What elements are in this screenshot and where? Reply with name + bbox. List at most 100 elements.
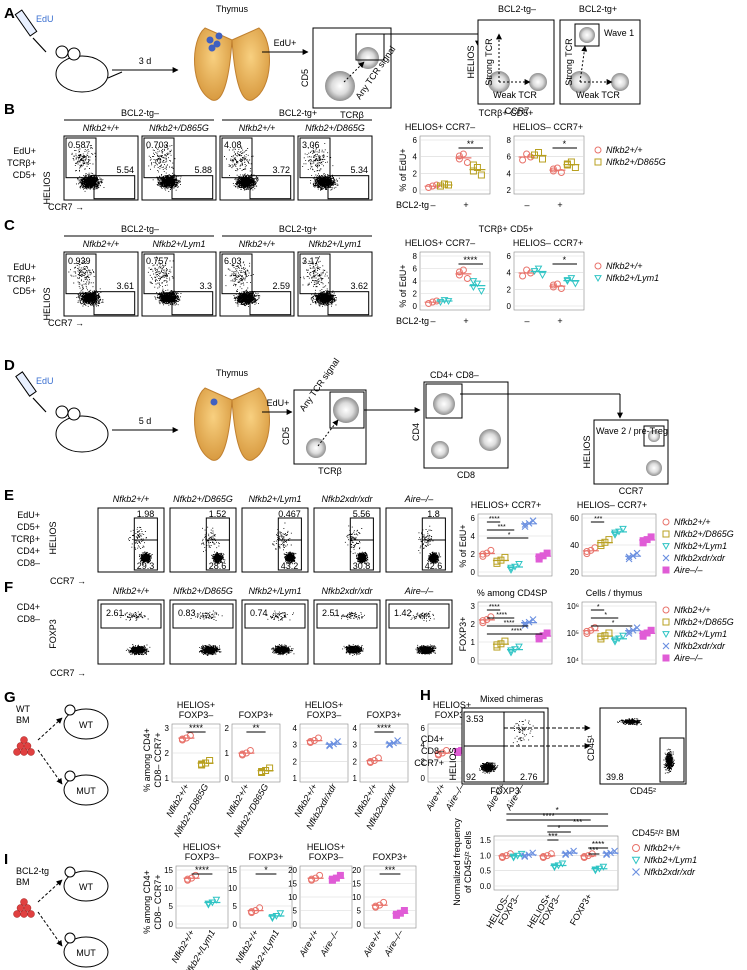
syringe-icon — [14, 9, 47, 53]
gate-upper — [299, 253, 331, 295]
gate-value: 2.59 — [272, 281, 290, 291]
tick-label: 4 — [293, 724, 298, 733]
gate-value: 4.08 — [224, 140, 242, 150]
tick-label: 6 — [471, 514, 476, 523]
tick-label: + — [463, 200, 468, 210]
tick-label: 4 — [413, 277, 418, 286]
axis-label: CCR7 → — [48, 202, 84, 212]
gate-upper — [143, 253, 175, 295]
flow-dots — [310, 173, 340, 191]
data-point — [662, 606, 670, 614]
flow-dots — [408, 611, 435, 622]
x-label: Aire+/+ — [297, 928, 321, 959]
gate-value: 3.53 — [466, 714, 484, 724]
genotype-label: Nfkb2+/Lym1 — [308, 239, 361, 249]
sig-label: * — [597, 604, 600, 611]
axis-label: CCR7 → — [50, 668, 86, 678]
data-point — [455, 152, 463, 160]
gate-value: 0.74 — [250, 608, 268, 618]
data-point — [400, 907, 408, 914]
wave2-label: Wave 2 / pre-Treg — [596, 426, 668, 436]
data-point — [184, 875, 192, 883]
flow-plot — [97, 507, 165, 573]
row-label: CD4+ — [421, 734, 444, 744]
data-point — [434, 750, 442, 758]
bm-cell — [20, 910, 28, 918]
data-point — [477, 288, 486, 296]
tick-label: 2 — [293, 757, 298, 766]
flow-dots — [199, 644, 222, 657]
data-point — [553, 164, 561, 172]
data-point — [268, 914, 277, 922]
gate-value: 2.61 — [106, 608, 124, 618]
gate-foxp3 — [388, 603, 450, 629]
flow-dots — [233, 289, 261, 307]
ccr7-label-d: CCR7 — [619, 486, 644, 496]
flow-dots — [663, 748, 675, 774]
mouse-icon — [63, 936, 109, 968]
tick-label: 6 — [507, 153, 512, 162]
data-point — [477, 171, 485, 179]
panel-label-a: A — [4, 5, 15, 22]
sig-label: * — [508, 532, 511, 539]
data-point — [632, 844, 640, 852]
tick-label: 0 — [233, 920, 238, 929]
row-label: CD5+ — [17, 522, 40, 532]
data-point — [631, 856, 641, 865]
data-point — [662, 618, 670, 626]
tick-label: + — [557, 316, 562, 326]
data-point — [473, 280, 482, 288]
genotype-label: Nfkb2+/+ — [83, 123, 120, 133]
gate-lower — [327, 291, 370, 316]
axis-label: % of EdU+ — [398, 148, 408, 191]
bm-label: WT — [16, 704, 30, 714]
flow-dots — [225, 259, 254, 291]
sig-label: **** — [189, 723, 204, 733]
plot-title: HELIOS+ — [433, 700, 471, 710]
legend-label: Nfkb2+/+ — [674, 517, 711, 527]
x-label: Aire–/– — [443, 781, 467, 812]
data-point — [619, 632, 627, 640]
gate-foxp3 — [172, 603, 234, 629]
cd4cd8-label: CD4+ CD8– — [430, 370, 479, 380]
data-point — [594, 275, 602, 283]
tick-label: 20 — [570, 568, 579, 577]
gate-upper — [65, 253, 97, 295]
gate-value: 43.2 — [281, 561, 299, 571]
strong-tcr-a1: Strong TCR — [484, 38, 494, 86]
axis-label: CD8– CCR7+ — [153, 732, 163, 787]
tick-label: 15 — [228, 866, 237, 875]
tick-label: 2 — [471, 620, 476, 629]
data-point — [543, 629, 551, 637]
genotype-label: Nfkb2+/D865G — [149, 123, 209, 133]
tick-label: 8 — [413, 252, 418, 261]
flow-dots — [68, 256, 101, 293]
plot-title: HELIOS+ — [305, 700, 343, 710]
axis-label: FOXP3 — [490, 786, 520, 796]
data-point — [543, 549, 551, 557]
tick-label: 0.0 — [480, 882, 492, 891]
flow-plot — [219, 251, 295, 317]
genotype-label: Nfkb2+/D865G — [173, 494, 233, 504]
group-label: BCL2-tg– — [121, 108, 159, 118]
arrow — [37, 911, 63, 947]
legend-label: Nfkb2xdr/xdr — [674, 641, 726, 651]
flow-plot — [141, 251, 217, 317]
helios-label-a: HELIOS — [466, 45, 476, 78]
data-point — [632, 868, 640, 876]
mouse-label: MUT — [76, 786, 96, 796]
bm-cell — [23, 904, 32, 912]
tick-label: 3 — [353, 741, 358, 750]
flow-dots — [617, 718, 642, 726]
data-point — [580, 853, 588, 861]
tick-label: 2 — [421, 757, 426, 766]
tick-label: – — [524, 200, 529, 210]
panel-label-f: F — [4, 579, 13, 596]
plot-subtitle: % among CD4SP — [477, 588, 548, 598]
plot-title: FOXP3– — [185, 852, 220, 862]
data-point — [535, 633, 543, 641]
gate-lower — [327, 175, 370, 200]
tick-label: 6 — [413, 265, 418, 274]
